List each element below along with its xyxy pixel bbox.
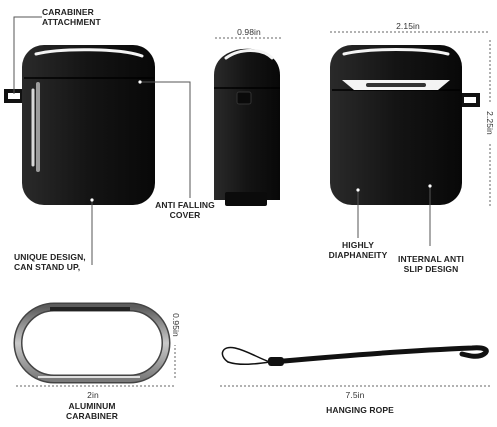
dot-unique-design xyxy=(90,198,94,202)
dim-back-height: 2.25in xyxy=(485,103,495,143)
label-highly-1: HIGHLY xyxy=(342,240,374,250)
label-internal-2: SLIP DESIGN xyxy=(403,264,459,274)
label-anti-falling-2: COVER xyxy=(169,210,201,220)
side-case xyxy=(214,48,280,206)
label-unique-design-2: CAN STAND UP, xyxy=(14,262,81,272)
leader-dots xyxy=(90,80,432,202)
side-case-base xyxy=(225,192,267,206)
carabiner xyxy=(13,302,171,384)
rope-strap xyxy=(281,345,489,364)
rope-clasp xyxy=(268,357,284,366)
carabiner-ring-outer xyxy=(13,302,171,384)
label-highly-2: DIAPHANEITY xyxy=(328,250,388,260)
front-case xyxy=(4,45,155,205)
back-carabiner-loop-icon xyxy=(460,93,480,107)
anti-falling-leader xyxy=(140,81,191,198)
dim-back-width: 2.15in xyxy=(386,21,430,31)
back-case-hinge xyxy=(366,83,426,87)
back-case xyxy=(330,45,480,205)
label-carabiner-attachment-1: CARABINER xyxy=(42,7,94,17)
front-case-highlight-top xyxy=(34,48,144,58)
label-aluminum-2: CARABINER xyxy=(66,411,118,421)
rope-loop xyxy=(221,346,271,363)
leader-lines xyxy=(13,16,431,265)
label-unique-design-1: UNIQUE DESIGN, xyxy=(14,252,86,262)
side-case-lanyard-tab xyxy=(236,91,252,105)
carabiner-leader xyxy=(13,16,42,94)
front-case-gloss xyxy=(36,82,40,172)
rope-loop-lower xyxy=(227,361,271,366)
label-hanging-rope: HANGING ROPE xyxy=(326,405,394,415)
label-internal-1: INTERNAL ANTI xyxy=(398,254,464,264)
side-case-body xyxy=(214,48,280,200)
dim-rope-length: 7.5in xyxy=(345,390,365,400)
label-aluminum-1: ALUMINUM xyxy=(68,401,116,411)
front-case-body xyxy=(22,45,155,205)
dot-internal xyxy=(428,184,432,188)
dim-side-width: 0.98in xyxy=(229,27,269,37)
label-carabiner-attachment-2: ATTACHMENT xyxy=(42,17,101,27)
dot-anti-falling xyxy=(138,80,142,84)
label-anti-falling-1: ANTI FALLING xyxy=(155,200,215,210)
dim-carabiner-height: 0.95in xyxy=(171,305,181,345)
dot-highly xyxy=(356,188,360,192)
hanging-rope xyxy=(221,345,489,366)
dimension-lines xyxy=(16,31,491,387)
carabiner-ring xyxy=(15,304,169,382)
back-case-highlight xyxy=(342,48,450,56)
back-case-body xyxy=(330,45,462,205)
side-case-highlight xyxy=(224,49,274,60)
dim-carabiner-width: 2in xyxy=(87,390,99,400)
